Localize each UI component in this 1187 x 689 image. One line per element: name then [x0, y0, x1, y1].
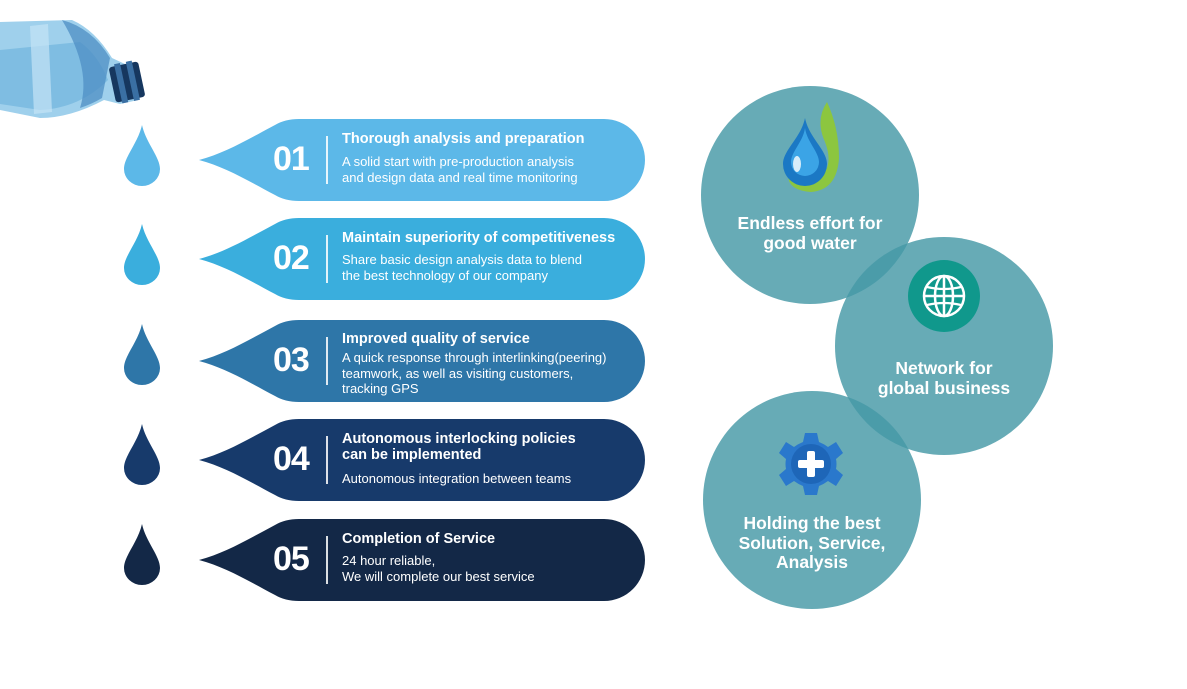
- step-divider: [326, 536, 328, 584]
- step-number: 04: [273, 440, 310, 478]
- circle-label: Endless effort for good water: [737, 213, 883, 253]
- circle-label: Holding the best Solution, Service, Anal…: [738, 513, 886, 572]
- step-banner-2: 02 Maintain superiority of competitivene…: [195, 218, 645, 300]
- value-circle-3: Holding the best Solution, Service, Anal…: [703, 391, 921, 609]
- water-drop-icon: [124, 224, 160, 285]
- step-banner-5: 05 Completion of Service 24 hour reliabl…: [195, 519, 645, 601]
- water-drop-leaf-icon: [783, 102, 839, 192]
- step-divider: [326, 235, 328, 283]
- step-title: Completion of Service: [342, 531, 496, 547]
- step-divider: [326, 337, 328, 385]
- step-description: 24 hour reliable, We will complete our b…: [342, 553, 535, 584]
- water-drop-icon: [124, 524, 160, 585]
- water-drop-icon: [124, 324, 160, 385]
- water-drop-icon: [124, 424, 160, 485]
- banner-shape: [199, 218, 645, 300]
- step-number: 03: [273, 341, 310, 379]
- step-title: Maintain superiority of competitiveness: [342, 230, 616, 246]
- water-bottle-image: [0, 20, 145, 118]
- step-description: A quick response through interlinking(pe…: [342, 350, 607, 396]
- step-title: Improved quality of service: [342, 331, 530, 347]
- step-banner-3: 03 Improved quality of service A quick r…: [195, 320, 645, 402]
- step-divider: [326, 436, 328, 484]
- step-description: Share basic design analysis data to blen…: [342, 252, 582, 283]
- banner-shape: [199, 320, 645, 402]
- banner-shape: [199, 119, 645, 201]
- banner-shape: [199, 519, 645, 601]
- gear-plus-icon: [779, 433, 843, 495]
- step-banner-1: 01 Thorough analysis and preparation A s…: [195, 119, 645, 201]
- step-title: Thorough analysis and preparation: [342, 131, 585, 147]
- circle-label: Network for global business: [877, 358, 1011, 398]
- step-banner-4: 04 Autonomous interlocking policies can …: [195, 419, 645, 501]
- step-title: Autonomous interlocking policies can be …: [342, 431, 576, 463]
- banner-shape: [199, 419, 645, 501]
- globe-icon: [908, 260, 980, 332]
- step-number: 05: [273, 540, 310, 578]
- step-description: Autonomous integration between teams: [342, 471, 572, 486]
- step-description: A solid start with pre-production analys…: [342, 154, 578, 185]
- step-number: 02: [273, 239, 310, 277]
- step-number: 01: [273, 140, 310, 178]
- water-drop-icon: [124, 125, 160, 186]
- step-divider: [326, 136, 328, 184]
